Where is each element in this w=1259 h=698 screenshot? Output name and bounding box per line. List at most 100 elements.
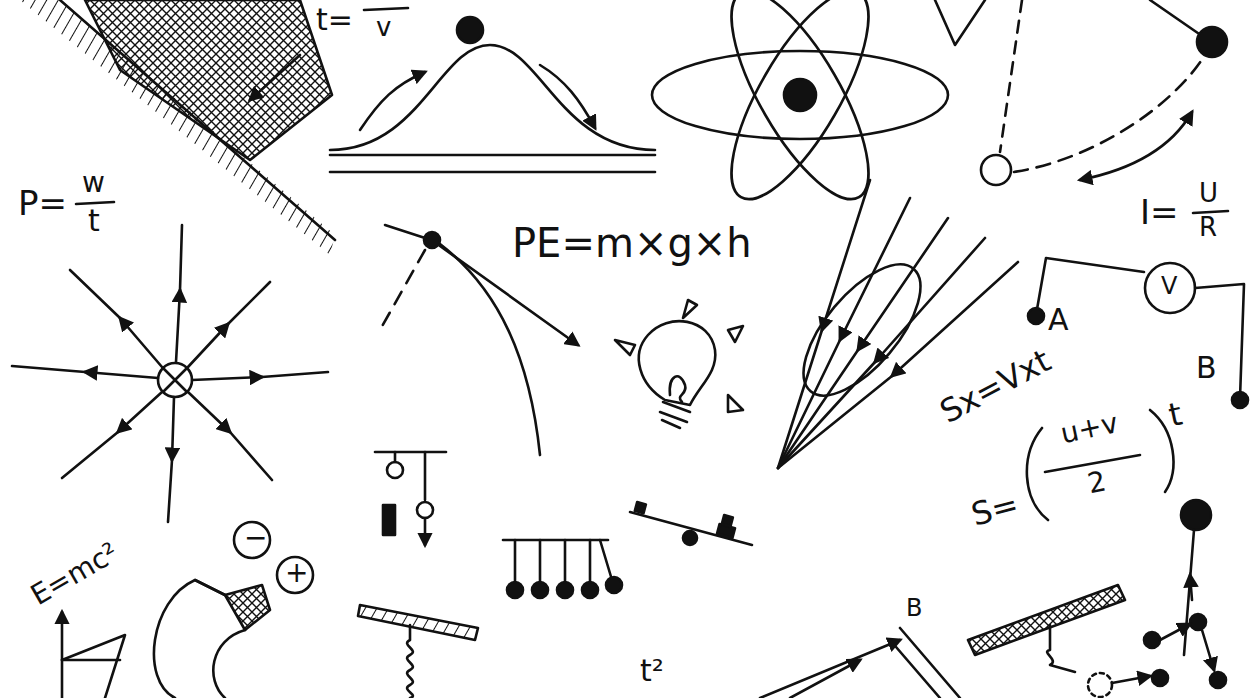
particle-path-part [1160, 624, 1190, 640]
spring-beam-part [1112, 676, 1150, 683]
fraction-bar-part [364, 8, 408, 10]
formula-text: t [1166, 397, 1185, 432]
atom-symbol-part [706, 0, 893, 217]
particle-path-part [1202, 630, 1214, 670]
particle-path [1144, 500, 1226, 688]
lens-rays-part [778, 362, 875, 468]
horseshoe-magnet-part [225, 585, 270, 630]
newtons-cradle [503, 540, 622, 598]
lens-rays-part [778, 350, 858, 468]
projectile-path-part [440, 244, 540, 455]
newtons-cradle-part [503, 539, 608, 542]
formula-text: PE=m×g×h [512, 222, 752, 264]
lens-rays-part [778, 330, 822, 468]
particle-path-part [1190, 575, 1192, 600]
particle-path-part [1152, 670, 1168, 686]
particle-path-part [1144, 632, 1160, 648]
hill-curve-part [360, 72, 425, 130]
spring-beam-part [968, 585, 1125, 655]
spring-beam-part [1047, 625, 1075, 672]
terminal-label: B [1196, 352, 1217, 384]
projectile-path-part [385, 225, 425, 238]
pulley-system-part [424, 518, 427, 545]
pulley-system-part [387, 462, 403, 478]
hill-curve-part [330, 45, 655, 150]
radial-field-part [188, 392, 230, 432]
newtons-cradle-part [582, 582, 598, 598]
pendulum-part [1000, 0, 1022, 152]
light-bulb [615, 300, 743, 428]
radial-field-part [12, 366, 85, 372]
seesaw-part [635, 502, 646, 513]
radial-field-part [230, 432, 272, 480]
polarity-sign: − [244, 523, 267, 552]
particle-path-part [1210, 672, 1226, 688]
formula-text: t² [640, 655, 664, 687]
radial-field-part [180, 225, 182, 290]
seesaw [630, 502, 752, 545]
formula-text: P= [18, 186, 67, 222]
formula-text: t [88, 205, 100, 237]
formula-text: Sx=Vxt [935, 344, 1056, 430]
seesaw-part [683, 531, 697, 545]
light-bulb-part [670, 376, 686, 402]
lens-rays-part [840, 198, 910, 340]
pendulum-part [981, 155, 1011, 185]
formula-text: 2 [1085, 466, 1109, 498]
atom-symbol-part [652, 51, 948, 139]
light-bulb-part [728, 326, 743, 342]
radial-field-part [172, 397, 174, 460]
hanging-spring [358, 605, 478, 698]
horseshoe-magnet [154, 522, 313, 698]
radial-field-part [164, 369, 186, 391]
inclined-plane-part [250, 55, 300, 100]
pendulum-part [1150, 0, 1205, 38]
radial-field-part [262, 372, 328, 377]
hanging-spring-part [358, 605, 478, 640]
seesaw-part [630, 512, 752, 545]
force-vectors [62, 612, 125, 698]
radial-field [12, 225, 328, 522]
formula-text: I= [1140, 195, 1179, 231]
hanging-spring-part [407, 625, 413, 698]
radial-field-part [168, 460, 172, 522]
force-vectors-part [62, 635, 125, 698]
vector-arrows-part [790, 660, 860, 698]
spring-beam [968, 585, 1150, 697]
fraction-bar-part [76, 202, 114, 204]
radial-field-part [228, 282, 270, 324]
formula-text: w [82, 168, 105, 197]
hill-curve-part [457, 17, 483, 43]
terminal-label: A [1048, 304, 1069, 336]
lens-rays [778, 180, 1018, 468]
radial-field-part [176, 290, 180, 362]
formula-text: t= [316, 4, 353, 36]
force-vectors-part [61, 612, 64, 698]
voltmeter-circuit-part [1195, 284, 1244, 398]
horseshoe-magnet-part [213, 630, 245, 698]
voltmeter-circuit [1028, 258, 1248, 408]
hill-curve-part [330, 171, 655, 174]
pulley-system-part [375, 451, 446, 454]
pulley-system-part [383, 505, 395, 535]
vector-arrows [760, 628, 960, 698]
light-bulb-part [683, 300, 697, 318]
light-bulb-part [660, 402, 690, 428]
physics-sketches-part [12, 0, 1248, 698]
atom-symbol-part [784, 79, 816, 111]
particle-path-part [1190, 614, 1206, 630]
fraction-bar-part [1193, 211, 1228, 213]
newtons-cradle-part [507, 582, 523, 598]
lens-rays-part [892, 262, 1018, 376]
formula-text: v [376, 14, 391, 41]
voltmeter-circuit-part [1028, 308, 1044, 324]
fraction-bar [364, 8, 408, 10]
formula-text: S= [968, 488, 1022, 533]
radial-field-part [62, 432, 118, 478]
radial-field-part [192, 377, 262, 380]
horseshoe-magnet-part [277, 557, 313, 593]
projectile-path-part [424, 232, 440, 248]
formula-text: R [1199, 214, 1217, 241]
light-bulb-part [615, 340, 635, 355]
